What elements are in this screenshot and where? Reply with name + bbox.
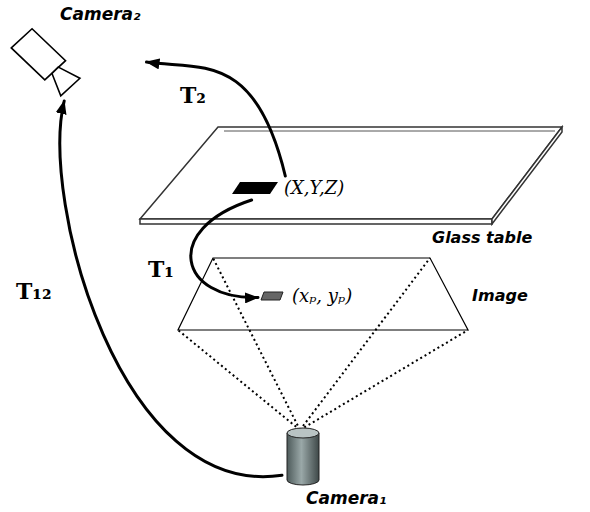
transform-label: T₁ — [146, 256, 176, 282]
camera-node: Camera₁ — [282, 424, 389, 510]
image-point: (xₚ, yₚ) — [258, 284, 354, 308]
node-text: (xₚ, yₚ) — [292, 285, 352, 307]
transform-arrow — [60, 101, 282, 477]
transform-label: T₁₂ — [14, 278, 54, 304]
projection-rays — [178, 258, 468, 430]
node-icon — [260, 291, 284, 301]
node-icon — [284, 426, 322, 488]
target-marker — [232, 181, 278, 195]
node-icon — [8, 24, 88, 99]
image-marker — [260, 291, 284, 301]
camera-cylinder — [284, 426, 322, 488]
node-icon — [232, 181, 278, 195]
transform-arrow — [191, 200, 258, 298]
glass-table — [140, 127, 562, 224]
transform-arrow — [147, 62, 286, 176]
camera-icon — [8, 24, 88, 99]
plane-label: Image — [472, 286, 528, 306]
camera-node: Camera₂ — [6, 2, 147, 101]
surface-label: Glass table — [432, 228, 532, 248]
world-point: (X,Y,Z) — [230, 176, 346, 200]
node-text: Camera₁ — [306, 488, 387, 508]
transform-label: T₂ — [178, 82, 208, 108]
node-text: Camera₂ — [60, 4, 141, 24]
node-text: (X,Y,Z) — [284, 177, 344, 199]
image-plane — [178, 258, 468, 330]
